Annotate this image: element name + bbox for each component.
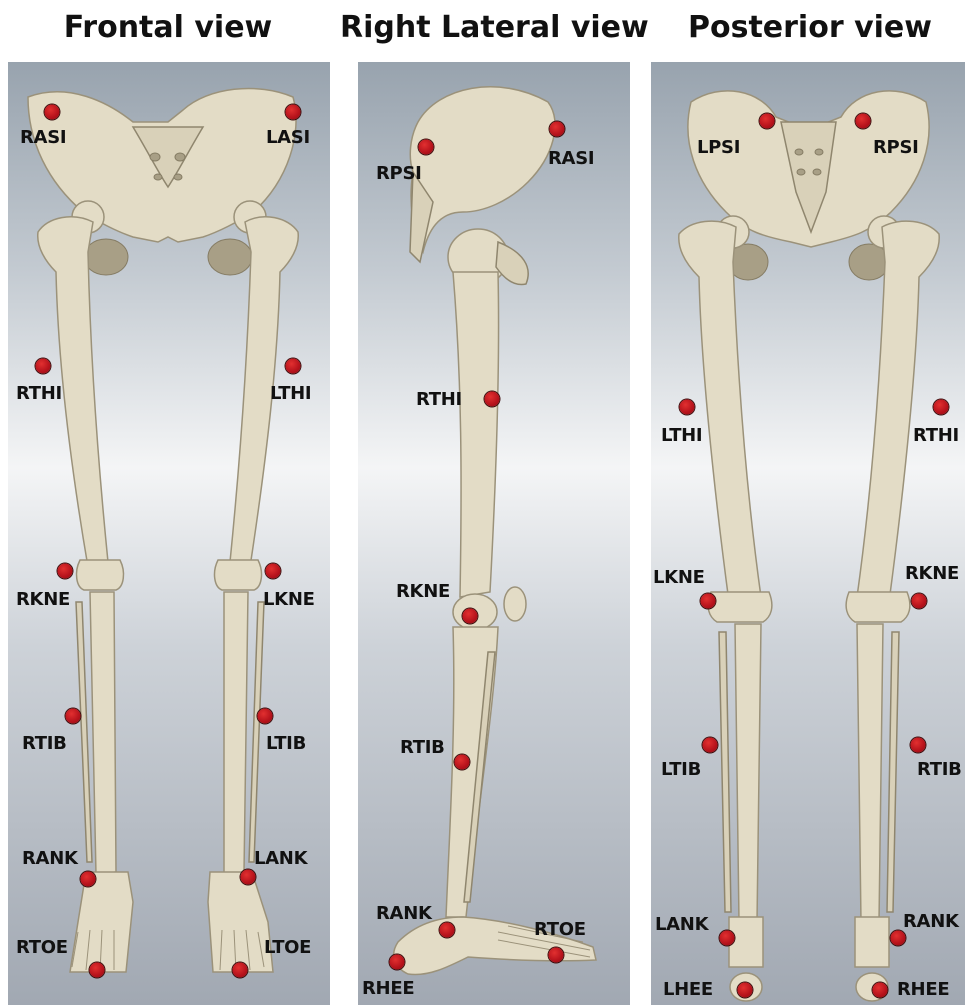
frontal-lkne-label: LKNE [263, 590, 315, 610]
posterior-lpsi-label: LPSI [697, 138, 740, 158]
posterior-ltib-label: LTIB [661, 760, 701, 780]
frontal-rkne-marker [58, 564, 73, 579]
lateral-rpsi-label: RPSI [376, 164, 422, 184]
lateral-rthi-label: RTHI [416, 390, 462, 410]
lateral-rasi-label: RASI [548, 149, 594, 169]
posterior-rkne-label: RKNE [905, 564, 959, 584]
frontal-lkne-marker [266, 564, 281, 579]
posterior-lkne-label: LKNE [653, 568, 705, 588]
posterior-lthi-label: LTHI [661, 426, 702, 446]
frontal-rank-label: RANK [22, 849, 78, 869]
lateral-rtoe-marker [549, 948, 564, 963]
posterior-ltib-marker [703, 738, 718, 753]
lateral-view-panel: RPSI RASI RTHI RKNE RTIB RANK RTOE RHEE [358, 62, 630, 1005]
posterior-rank-label: RANK [903, 912, 959, 932]
lateral-rtib-label: RTIB [400, 738, 445, 758]
lateral-rhee-marker [390, 955, 405, 970]
frontal-rasi-marker [45, 105, 60, 120]
frontal-rtoe-label: RTOE [16, 938, 68, 958]
posterior-lthi-marker [680, 400, 695, 415]
posterior-view-title: Posterior view [665, 6, 955, 50]
frontal-lthi-label: LTHI [270, 384, 311, 404]
posterior-rhee-marker [873, 983, 888, 998]
lateral-rpsi-marker [419, 140, 434, 155]
lateral-rank-label: RANK [376, 904, 432, 924]
frontal-lasi-marker [286, 105, 301, 120]
frontal-rasi-label: RASI [20, 128, 66, 148]
frontal-lasi-label: LASI [266, 128, 310, 148]
frontal-rthi-label: RTHI [16, 384, 62, 404]
frontal-lank-label: LANK [254, 849, 307, 869]
posterior-lhee-label: LHEE [663, 980, 713, 1000]
lateral-rasi-marker [550, 122, 565, 137]
posterior-lpsi-marker [760, 114, 775, 129]
lateral-rkne-label: RKNE [396, 582, 450, 602]
posterior-skeleton-illustration [651, 62, 965, 1005]
posterior-view-panel: LPSI RPSI LTHI RTHI LKNE RKNE LTIB RTIB … [651, 62, 965, 1005]
posterior-lank-label: LANK [655, 915, 708, 935]
lateral-rkne-marker [463, 609, 478, 624]
posterior-rkne-marker [912, 594, 927, 609]
frontal-rthi-marker [36, 359, 51, 374]
frontal-view-title: Frontal view [28, 6, 308, 50]
posterior-lank-marker [720, 931, 735, 946]
posterior-rthi-label: RTHI [913, 426, 959, 446]
frontal-lthi-marker [286, 359, 301, 374]
lateral-rthi-marker [485, 392, 500, 407]
frontal-lank-marker [241, 870, 256, 885]
posterior-lhee-marker [738, 983, 753, 998]
posterior-rpsi-label: RPSI [873, 138, 919, 158]
frontal-rtib-marker [66, 709, 81, 724]
posterior-lkne-marker [701, 594, 716, 609]
posterior-rpsi-marker [856, 114, 871, 129]
posterior-rhee-label: RHEE [897, 980, 949, 1000]
frontal-ltib-label: LTIB [266, 734, 306, 754]
frontal-rank-marker [81, 872, 96, 887]
posterior-rtib-label: RTIB [917, 760, 962, 780]
lateral-rtib-marker [455, 755, 470, 770]
posterior-rank-marker [891, 931, 906, 946]
frontal-ltoe-marker [233, 963, 248, 978]
lateral-rhee-label: RHEE [362, 979, 414, 999]
frontal-rtib-label: RTIB [22, 734, 67, 754]
frontal-rkne-label: RKNE [16, 590, 70, 610]
lateral-view-title: Right Lateral view [340, 6, 640, 50]
posterior-rtib-marker [911, 738, 926, 753]
frontal-view-panel: RASI LASI RTHI LTHI RKNE LKNE RTIB LTIB … [8, 62, 330, 1005]
frontal-ltoe-label: LTOE [264, 938, 311, 958]
frontal-ltib-marker [258, 709, 273, 724]
lateral-rtoe-label: RTOE [534, 920, 586, 940]
frontal-rtoe-marker [90, 963, 105, 978]
lateral-rank-marker [440, 923, 455, 938]
posterior-rthi-marker [934, 400, 949, 415]
lateral-skeleton-illustration [358, 62, 630, 1005]
